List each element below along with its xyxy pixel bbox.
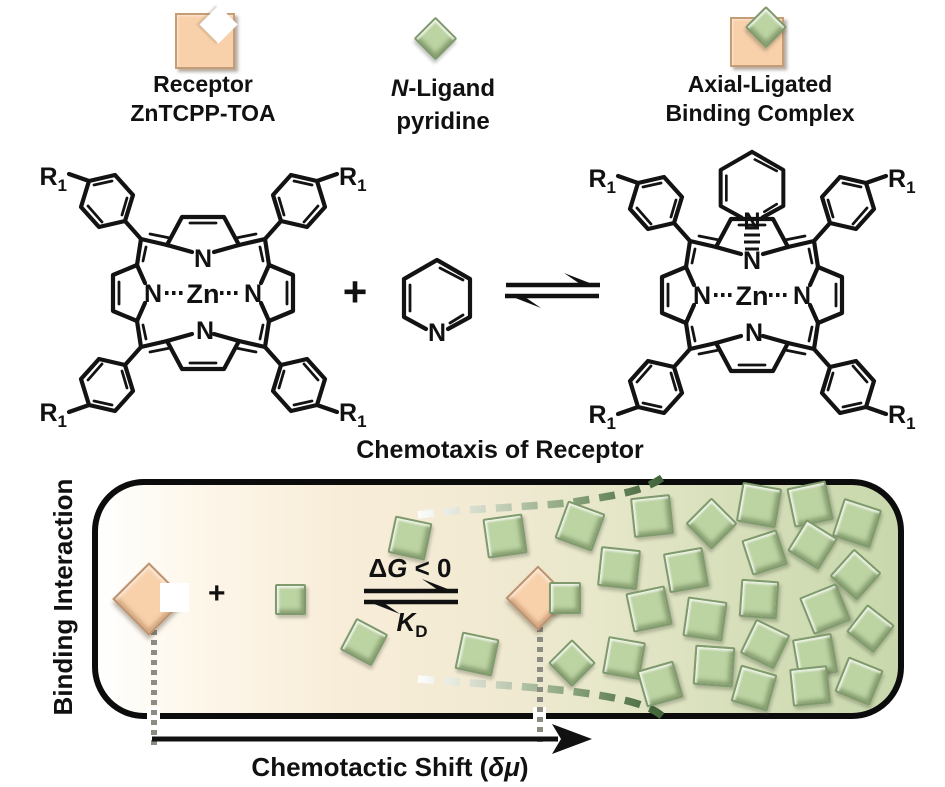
ligand-square xyxy=(682,596,728,642)
legend-ligand-label: N-Ligand pyridine xyxy=(391,75,495,135)
equilibrium-arrows xyxy=(505,273,600,308)
chemotactic-shift-arrow xyxy=(152,724,592,754)
ligand-square xyxy=(482,513,528,559)
ligand-square xyxy=(692,644,736,688)
box-equilibrium-arrows xyxy=(364,579,458,614)
distribution-dashed-curve-top xyxy=(417,474,665,519)
legend-receptor-label: Receptor ZnTCPP-TOA xyxy=(130,71,276,126)
chemotaxis-title: Chemotaxis of Receptor xyxy=(356,436,644,464)
ligand-square xyxy=(789,665,831,707)
chemotactic-shift-label: Chemotactic Shift (δμ) xyxy=(251,752,529,782)
ligand-square xyxy=(387,515,433,561)
ligand-square xyxy=(735,481,783,529)
axial-hash-bond xyxy=(744,226,760,251)
reaction-scheme-svg: Zn N N N N R1 R1 R1 R1 N + xyxy=(0,149,945,439)
ligand-square xyxy=(454,631,500,677)
box-plus-sign: + xyxy=(208,577,226,610)
delta-g-label: ΔG < 0 xyxy=(368,553,452,583)
ligand-square xyxy=(625,585,673,633)
ligand-square xyxy=(597,546,641,590)
ligand-square xyxy=(274,583,306,615)
ligand-square xyxy=(662,546,710,594)
bound-ligand-square xyxy=(549,582,581,614)
receptor-empty-binding-site xyxy=(160,583,189,612)
ligand-square xyxy=(738,578,780,620)
plus-sign: + xyxy=(343,268,368,315)
kd-label: KD xyxy=(396,607,428,642)
legend-complex-label: Axial-Ligated Binding Complex xyxy=(665,71,855,126)
distribution-dashed-curve-bottom xyxy=(417,675,665,719)
ligand-square xyxy=(630,494,674,538)
